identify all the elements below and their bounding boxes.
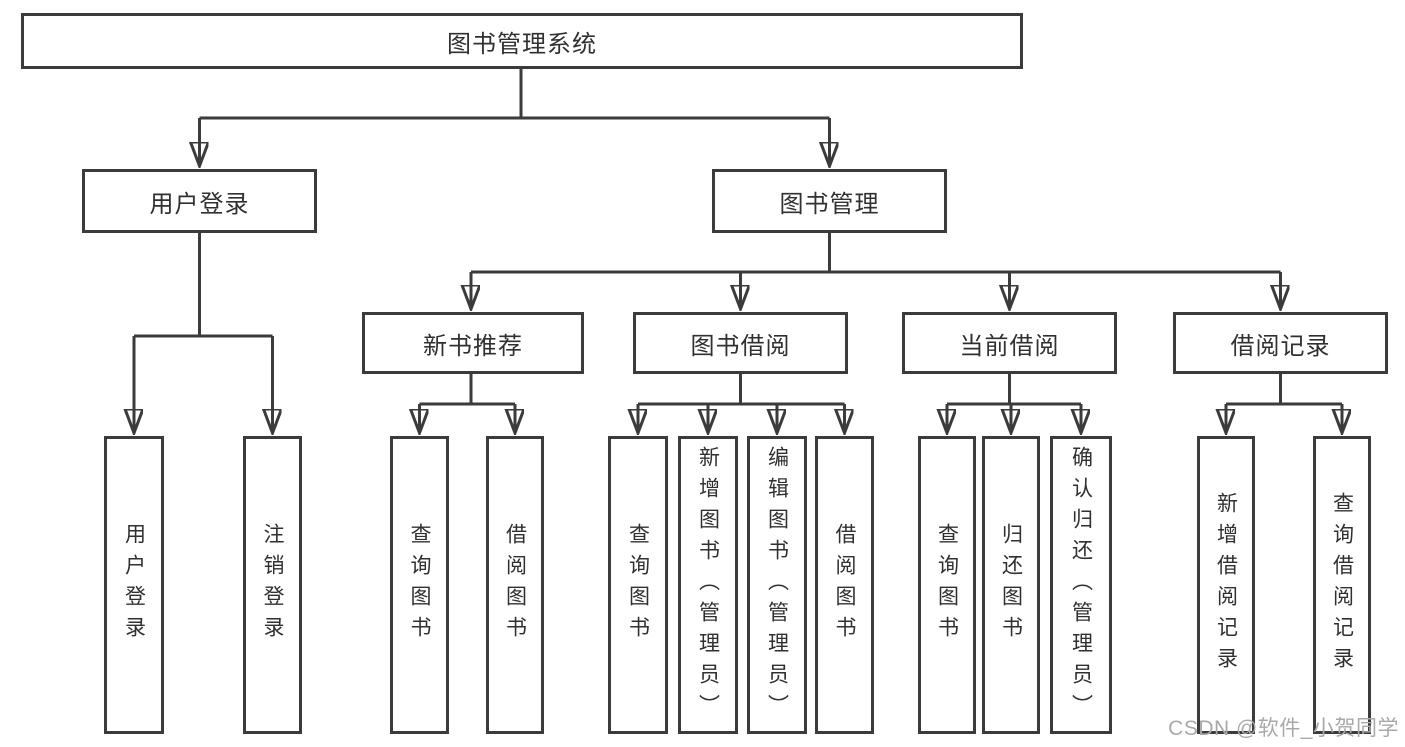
leaf-add-book-admin: 新增图书（管理员）: [678, 436, 738, 734]
node-label: 编辑图书（管理员）: [765, 445, 789, 725]
leaf-logout: 注销登录: [243, 436, 302, 734]
node-current-borrowing: 当前借阅: [902, 312, 1117, 374]
watermark: CSDN @软件_小贺同学: [1168, 717, 1399, 740]
node-label: 查询图书: [935, 523, 959, 647]
node-label: 归还图书: [999, 523, 1023, 647]
connector-current-borrow-branch: [947, 374, 1081, 406]
node-label: 当前借阅: [959, 332, 1060, 360]
connector-user-login-branch: [134, 233, 273, 338]
node-label: 图书借阅: [690, 332, 791, 360]
node-label: 用户登录: [149, 190, 250, 218]
leaf-borrow-book-1: 借阅图书: [486, 436, 544, 734]
node-library-management-system: 图书管理系统: [21, 13, 1023, 69]
node-label: 确认归还（管理员）: [1069, 445, 1093, 725]
leaf-return-book: 归还图书: [982, 436, 1040, 734]
leaf-query-book-3: 查询图书: [918, 436, 976, 734]
connector-borrow-record-branch: [1226, 374, 1342, 406]
leaf-user-login: 用户登录: [104, 436, 164, 734]
leaf-query-borrow-record: 查询借阅记录: [1313, 436, 1371, 734]
node-label: 用户登录: [122, 523, 146, 647]
node-label: 查询图书: [626, 523, 650, 647]
node-label: 查询借阅记录: [1330, 492, 1354, 678]
connector-book-mgmt-branch: [471, 233, 1281, 274]
node-user-login: 用户登录: [82, 169, 317, 233]
connector-new-book-rec-branch: [419, 374, 515, 406]
node-label: 图书管理: [779, 190, 880, 218]
node-borrowing-records: 借阅记录: [1173, 312, 1388, 374]
node-label: 借阅记录: [1230, 332, 1331, 360]
node-book-borrowing: 图书借阅: [633, 312, 848, 374]
leaf-borrow-book-2: 借阅图书: [815, 436, 874, 734]
node-new-book-recommendation: 新书推荐: [362, 312, 584, 374]
leaf-edit-book-admin: 编辑图书（管理员）: [747, 436, 807, 734]
connector-root-to-level2: [199, 68, 830, 120]
node-label: 图书管理系统: [447, 30, 597, 58]
node-label: 新增借阅记录: [1214, 492, 1238, 678]
node-label: 新增图书（管理员）: [696, 445, 720, 725]
leaf-query-book-2: 查询图书: [608, 436, 668, 734]
leaf-add-borrow-record: 新增借阅记录: [1197, 436, 1255, 734]
node-label: 注销登录: [261, 523, 284, 647]
connector-book-borrow-branch: [638, 374, 845, 406]
node-label: 借阅图书: [503, 523, 527, 647]
node-book-management: 图书管理: [712, 169, 947, 233]
node-label: 新书推荐: [423, 332, 523, 360]
node-label: 查询图书: [408, 523, 431, 647]
leaf-query-book-1: 查询图书: [390, 436, 449, 734]
node-label: 借阅图书: [833, 523, 856, 647]
leaf-confirm-return-admin: 确认归还（管理员）: [1050, 436, 1112, 734]
